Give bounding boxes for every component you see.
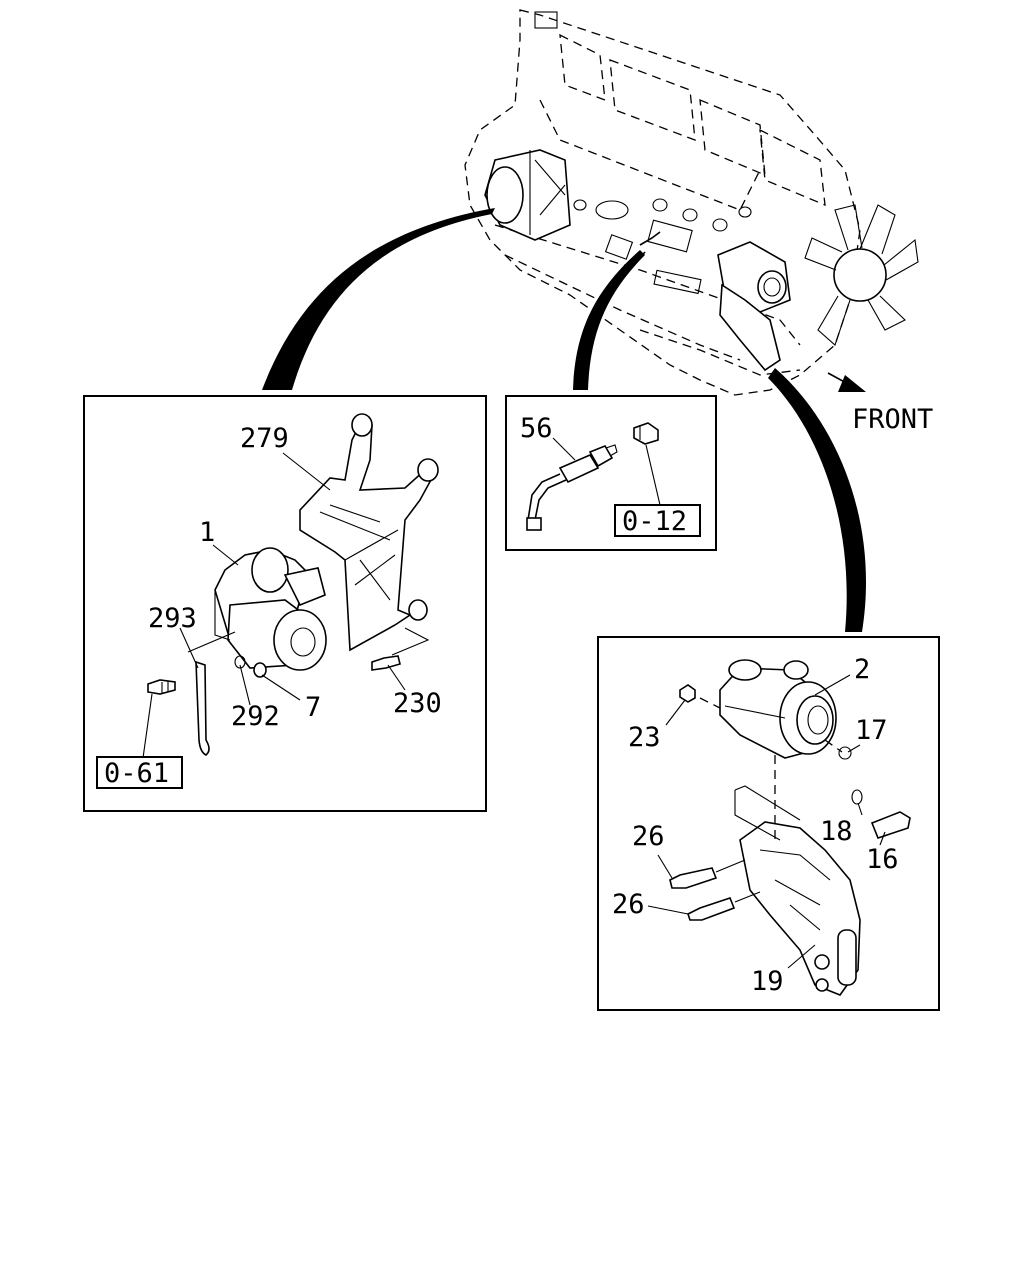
callout-7: 7	[305, 692, 321, 723]
starter-fasteners-drawing	[147, 627, 430, 756]
alternator-bracket-drawing	[734, 785, 861, 996]
engine-block-illustration: FRONT	[464, 9, 933, 435]
callout-293: 293	[148, 603, 197, 634]
callout-19: 19	[751, 966, 784, 997]
callout-18: 18	[820, 816, 853, 847]
starter-panel-frame	[83, 395, 487, 812]
starter-panel: 279 1 293 292 7 230 0-61	[83, 395, 487, 812]
alternator-panel-frame	[597, 636, 940, 1011]
callout-1: 1	[199, 517, 215, 548]
callout-16: 16	[866, 844, 899, 875]
callout-23: 23	[628, 722, 661, 753]
reference-0-61: 0-61	[104, 758, 169, 789]
callout-292: 292	[231, 701, 280, 732]
panel-leader-arcs	[262, 208, 867, 632]
alternator-panel: 2 23 17 18 16 26 26 19	[597, 636, 940, 1011]
alternator-fasteners-drawing	[669, 684, 911, 921]
reference-box-0-61	[96, 756, 183, 789]
callout-230: 230	[393, 688, 442, 719]
starter-bracket-drawing	[299, 413, 439, 652]
reference-0-12: 0-12	[622, 506, 687, 537]
sensor-panel: 56 0-12	[505, 395, 717, 551]
starter-motor-drawing	[214, 547, 327, 671]
callout-17: 17	[855, 715, 888, 746]
reference-box-0-12	[614, 504, 701, 537]
callout-279: 279	[240, 423, 289, 454]
sensor-panel-frame	[505, 395, 717, 551]
sensor-drawing	[526, 422, 659, 531]
callout-2: 2	[854, 654, 870, 685]
callout-56: 56	[520, 413, 553, 444]
callout-26-upper: 26	[632, 821, 665, 852]
callout-26-lower: 26	[612, 889, 645, 920]
alternator-drawing	[719, 659, 837, 759]
front-direction-label: FRONT	[852, 404, 933, 435]
